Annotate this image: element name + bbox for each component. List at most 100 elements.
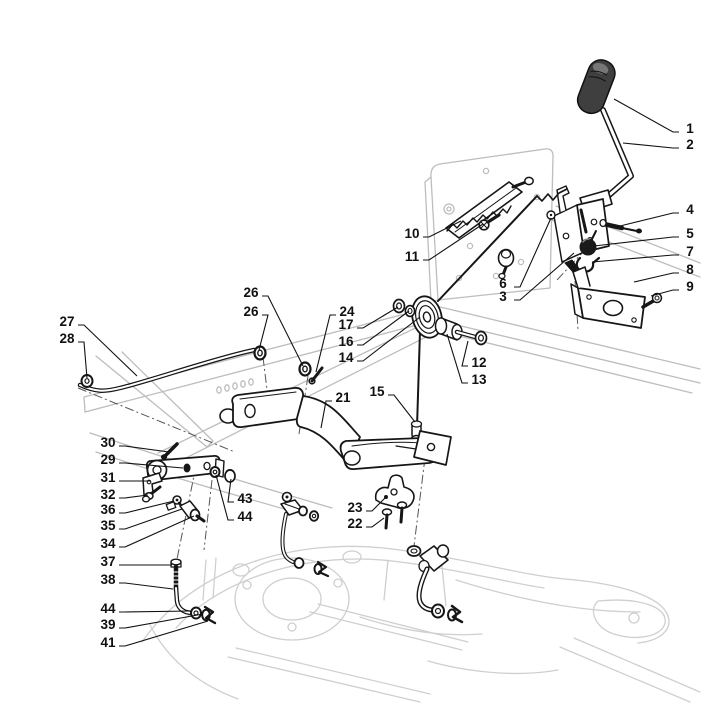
leader-line-24 [315,314,336,373]
callout-12: 12 [471,355,486,370]
leader-line-22 [366,517,385,528]
leader-line-28 [78,341,88,379]
leader-line-16 [357,310,410,346]
leader-line-26 [258,314,269,351]
bolt-32 [149,485,162,496]
lever-bracket [546,185,642,273]
callout-41: 41 [100,635,116,650]
callout-28: 28 [59,331,75,346]
bolt-head-37 [170,558,182,566]
callout-22: 22 [347,516,362,531]
leader-line-7 [591,254,679,263]
callout-24: 24 [339,304,355,319]
callout-26: 26 [243,304,259,319]
leader-line-6 [514,217,552,288]
left-hanger-rod [170,558,217,625]
callout-37: 37 [100,554,115,569]
callout-27: 27 [59,314,74,329]
leader-line-12 [461,340,469,367]
callout-6: 6 [499,276,507,291]
screw-11b [511,180,528,189]
leader-line-13 [446,333,468,384]
callout-23: 23 [347,500,363,515]
lift-lever [576,59,634,214]
leader-line-39 [119,613,204,629]
front-link-rod [280,491,330,578]
leader-line-36 [119,500,175,514]
bolt-34 [195,514,206,523]
leader-line-21 [320,400,332,429]
leader-line-10 [423,220,462,238]
right-hanger-rod [406,544,464,624]
leader-line-9 [650,289,679,297]
callout-34: 34 [100,536,116,551]
callout-38: 38 [100,572,116,587]
leader-line-32 [119,494,149,499]
callout-30: 30 [100,435,115,450]
washer-44-lower [190,606,202,620]
leader-line-17 [357,306,399,329]
callout-2: 2 [686,137,694,152]
leader-line-1 [613,98,679,133]
cable-pulley [411,295,443,339]
leader-line-23 [366,497,386,512]
leader-line-44 [215,474,234,521]
round-knob [497,248,515,280]
washer-44 [209,466,221,478]
pivot-bolt-4 [601,221,625,231]
parts-layer [77,59,663,625]
cutting-deck-outline [141,545,701,703]
leader-line-27 [78,324,138,377]
leader-line-29 [119,462,184,469]
callout-26: 26 [243,285,259,300]
leader-line-4 [619,212,679,227]
lifting-arm-21 [219,386,452,471]
leader-line-38 [119,582,174,590]
leader-line-35 [119,508,183,530]
callout-16: 16 [338,334,354,349]
pulley-washers [392,298,416,318]
callout-17: 17 [338,317,353,332]
pulley-pin [434,317,488,346]
knob-5 [579,238,597,256]
support-bracket-8 [564,259,663,329]
leader-line-44 [119,610,192,613]
callout-36: 36 [100,502,116,517]
lever-grip [576,59,616,115]
callout-3: 3 [499,289,507,304]
callout-39: 39 [100,617,115,632]
callout-29: 29 [100,452,115,467]
leader-line-5 [593,236,679,247]
callout-13: 13 [471,372,487,387]
pivot-bracket-cluster [141,442,236,523]
callout-32: 32 [100,487,115,502]
callout-15: 15 [369,384,385,399]
adjusting-rod-27 [77,345,324,393]
cable-clamp-23 [374,474,415,530]
leader-line-41 [119,620,209,647]
callout-31: 31 [100,470,116,485]
callout-44: 44 [100,601,116,616]
leader-line-26 [262,295,304,367]
leader-line-43 [227,478,234,503]
callout-8: 8 [686,262,694,277]
leader-line-3 [514,252,575,301]
callout-5: 5 [686,226,694,241]
pin-30 [163,442,179,458]
callout-4: 4 [686,202,694,217]
callout-1: 1 [686,121,694,136]
toothed-quadrant [445,176,534,239]
leader-line-34 [119,515,195,548]
leader-line-15 [388,394,416,423]
leader-line-11 [423,223,484,261]
callout-9: 9 [686,279,694,294]
callout-35: 35 [100,518,116,533]
callout-43: 43 [237,491,253,506]
callout-14: 14 [338,350,354,365]
callout-11: 11 [405,249,420,264]
callout-21: 21 [335,390,351,405]
callout-44: 44 [237,509,253,524]
